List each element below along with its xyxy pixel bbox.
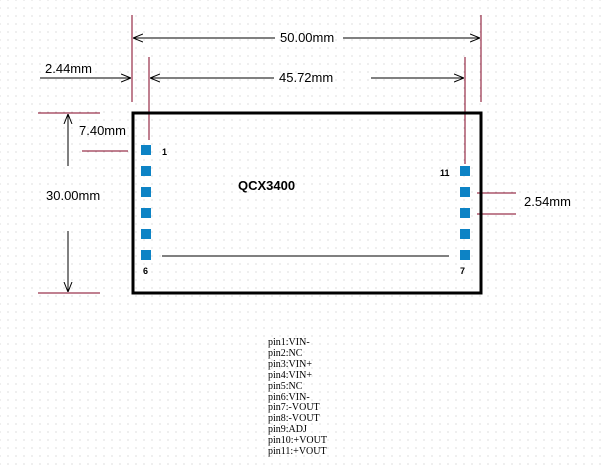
pin-pad-2 (141, 166, 151, 176)
pin-span-label: 45.72mm (279, 70, 333, 85)
pin-pad-9 (460, 208, 470, 218)
pin-pad-8 (460, 229, 470, 239)
pin-pad-5 (141, 229, 151, 239)
part-name: QCX3400 (238, 178, 295, 193)
pin-assignment-item: pin5:NC (268, 380, 303, 392)
pin-assignment-item: pin9:ADJ (268, 424, 307, 436)
pin-assignment-list: pin1:VIN- pin2:NC pin3:VIN+ pin4:VIN+ pi… (268, 337, 327, 458)
pin-pad-10 (460, 187, 470, 197)
pin-assignment-item: pin3:VIN+ (268, 358, 312, 370)
pin-assignment-item: pin8:-VOUT (268, 413, 320, 425)
pin-number-7: 7 (460, 266, 465, 276)
pin-pad-11 (460, 166, 470, 176)
pin-number-6: 6 (143, 266, 148, 276)
pin-pad-7 (460, 250, 470, 260)
pin-pad-3 (141, 187, 151, 197)
edge-offset-label: 2.44mm (45, 61, 92, 76)
pin-assignment-item: pin2:NC (268, 347, 303, 359)
pin-assignment-item: pin10:+VOUT (268, 435, 327, 447)
pin-assignment-item: pin4:VIN+ (268, 369, 312, 381)
pin-assignment-item: pin1:VIN- (268, 337, 310, 348)
dimension-arrows (40, 38, 480, 292)
pin-pad-6 (141, 250, 151, 260)
pin-pad-4 (141, 208, 151, 218)
extension-lines (38, 15, 516, 294)
pin-number-11: 11 (440, 168, 450, 178)
pin-pad-1 (141, 145, 151, 155)
total-width-label: 50.00mm (280, 30, 334, 45)
pin-assignment-item: pin7:-VOUT (268, 402, 320, 414)
height-label: 30.00mm (46, 188, 100, 203)
left-pad-row (141, 145, 151, 260)
module-outline (131, 111, 483, 295)
pin-number-1: 1 (162, 147, 167, 157)
top-offset-label: 7.40mm (79, 123, 126, 138)
pin-assignment-item: pin11:+VOUT (268, 446, 327, 458)
pin-pitch-label: 2.54mm (524, 194, 571, 209)
right-pad-row (460, 166, 470, 260)
pin-assignment-item: pin6:VIN- (268, 391, 310, 403)
